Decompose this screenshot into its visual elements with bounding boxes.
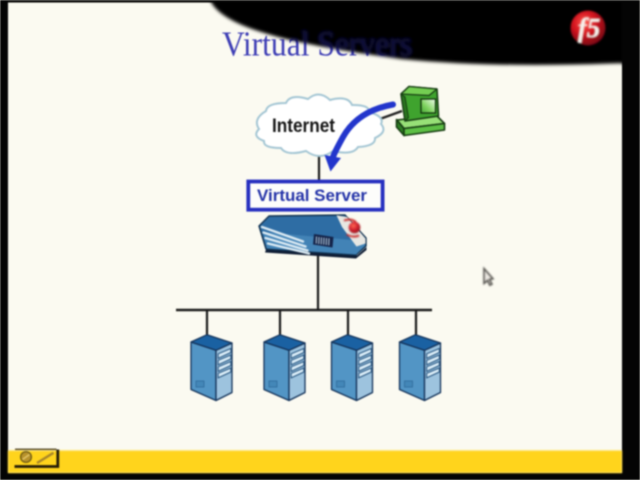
svg-text:Virtual Server: Virtual Server [257, 187, 368, 205]
svg-text:f5: f5 [578, 13, 601, 43]
svg-text:Internet: Internet [272, 115, 335, 137]
